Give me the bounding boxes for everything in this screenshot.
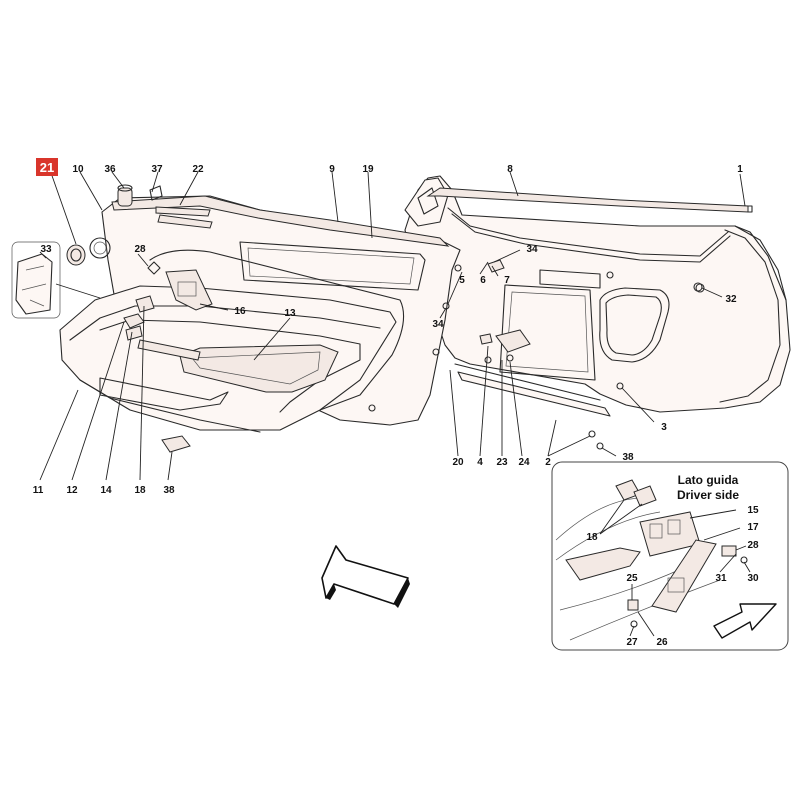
part-label[interactable]: 2 <box>545 457 551 468</box>
part-label[interactable]: 30 <box>747 573 759 584</box>
part-label[interactable]: 10 <box>72 164 84 175</box>
clip-37 <box>149 185 163 201</box>
part-label[interactable]: 6 <box>480 275 486 286</box>
part-label[interactable]: 13 <box>284 308 296 319</box>
part-label[interactable]: 18 <box>586 532 598 543</box>
part-label[interactable]: 28 <box>134 244 146 255</box>
direction-arrow-icon <box>321 545 410 608</box>
part-label[interactable]: 25 <box>626 573 638 584</box>
highlighted-part-21[interactable]: 21 <box>36 158 58 176</box>
part-label[interactable]: 24 <box>518 457 530 468</box>
part-label[interactable]: 34 <box>526 244 538 255</box>
part-label[interactable]: 36 <box>104 164 116 175</box>
part-label[interactable]: 9 <box>329 164 335 175</box>
part-label[interactable]: 12 <box>66 485 78 496</box>
driver-side-inset <box>551 461 789 651</box>
insulation-pad <box>15 253 53 315</box>
part-label[interactable]: 22 <box>192 164 204 175</box>
part-label[interactable]: 38 <box>622 452 634 463</box>
part-label[interactable]: 19 <box>362 164 374 175</box>
part-label[interactable]: 32 <box>725 294 737 305</box>
part-label[interactable]: 27 <box>626 637 638 648</box>
part-label[interactable]: 4 <box>477 457 483 468</box>
part-label[interactable]: 7 <box>504 275 510 286</box>
part-label[interactable]: 28 <box>747 540 759 551</box>
hardware-small <box>442 259 705 450</box>
switch-knobs <box>123 295 155 341</box>
part-label[interactable]: 14 <box>100 485 112 496</box>
part-label[interactable]: 8 <box>507 164 513 175</box>
door-shell <box>404 175 791 417</box>
part-label[interactable]: 37 <box>151 164 163 175</box>
bushing-36 <box>117 184 133 207</box>
part-label[interactable]: 3 <box>661 422 667 433</box>
window-switch-module <box>147 261 213 311</box>
part-label[interactable]: 31 <box>715 573 727 584</box>
inset-direction-arrow-icon <box>713 603 777 639</box>
part-label[interactable]: 1 <box>737 164 743 175</box>
part-label[interactable]: 18 <box>134 485 146 496</box>
part-label[interactable]: 26 <box>656 637 668 648</box>
clip-38 <box>161 435 191 453</box>
leader-lines <box>39 169 746 481</box>
part-label[interactable]: 20 <box>452 457 464 468</box>
part-label[interactable]: 11 <box>33 485 44 496</box>
part-label[interactable]: 33 <box>40 244 52 255</box>
part-label[interactable]: 34 <box>432 319 444 330</box>
inset-title-line2: Driver side <box>677 488 739 502</box>
grommet-21 <box>66 244 86 266</box>
part-label[interactable]: 5 <box>459 275 465 286</box>
part-label[interactable]: 16 <box>234 306 246 317</box>
inset-title-line1: Lato guida <box>678 473 739 487</box>
part-label[interactable]: 15 <box>747 505 759 516</box>
part-label[interactable]: 17 <box>747 522 759 533</box>
window-seal <box>426 187 753 213</box>
part-label[interactable]: 23 <box>496 457 508 468</box>
part-labels: 10 36 37 22 9 19 8 1 33 28 16 13 34 5 6 … <box>33 164 759 648</box>
part-label[interactable]: 38 <box>163 485 175 496</box>
highlight-label: 21 <box>40 160 54 175</box>
